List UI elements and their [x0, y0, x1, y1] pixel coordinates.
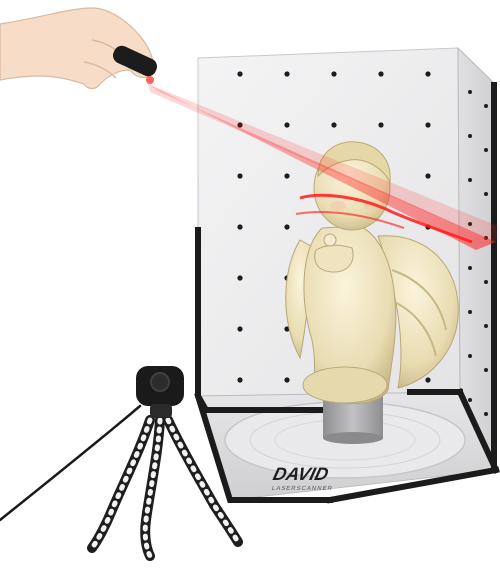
calibration-dot: [284, 224, 289, 229]
calibration-dot: [331, 122, 336, 127]
calibration-dot: [378, 71, 383, 76]
calibration-dot: [284, 173, 289, 178]
tripod-icon: [0, 406, 238, 556]
calibration-dot: [468, 354, 472, 358]
logo-subtext: LASERSCANNER: [271, 485, 334, 492]
calibration-dot: [237, 275, 242, 280]
webcam-icon: [136, 366, 184, 418]
calibration-dot: [468, 134, 472, 138]
calibration-dot: [237, 173, 242, 178]
calibration-dot: [237, 377, 242, 382]
calibration-dot: [425, 71, 430, 76]
calibration-dot: [484, 104, 488, 108]
calibration-dot: [237, 224, 242, 229]
calibration-dot: [331, 71, 336, 76]
calibration-dot: [378, 122, 383, 127]
calibration-dot: [468, 310, 472, 314]
calibration-dot: [237, 71, 242, 76]
calibration-dot: [484, 280, 488, 284]
calibration-dot: [484, 412, 488, 416]
logo-text: DAVID: [271, 463, 331, 484]
calibration-dot: [468, 178, 472, 182]
calibration-dot: [484, 192, 488, 196]
calibration-dot: [425, 173, 430, 178]
calibration-dot: [425, 122, 430, 127]
calibration-dot: [237, 326, 242, 331]
calibration-dot: [484, 148, 488, 152]
calibration-dot: [284, 71, 289, 76]
calibration-dot: [468, 266, 472, 270]
calibration-dot: [425, 377, 430, 382]
calibration-dot: [468, 398, 472, 402]
calibration-dot: [484, 368, 488, 372]
calibration-dot: [284, 377, 289, 382]
calibration-dot: [468, 90, 472, 94]
calibration-dot: [484, 324, 488, 328]
calibration-dot: [284, 122, 289, 127]
hand-icon: [0, 8, 153, 89]
